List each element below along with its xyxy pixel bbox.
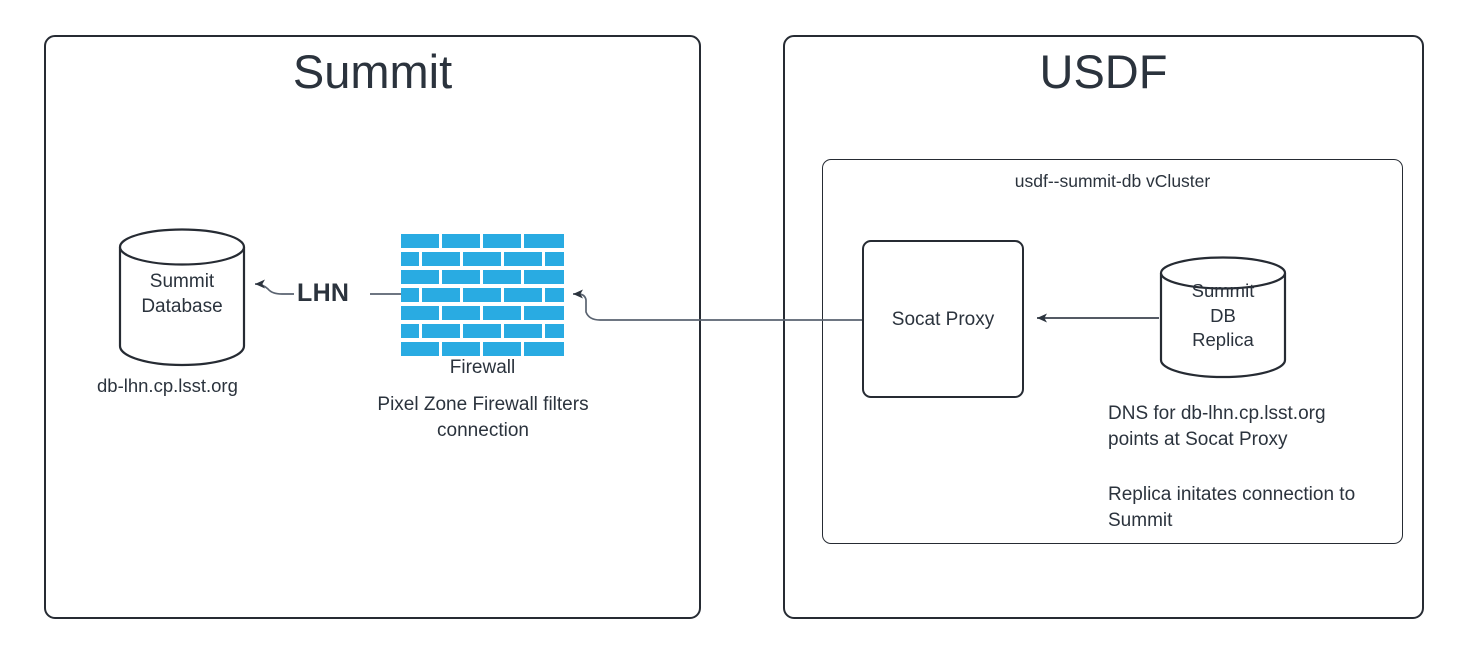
firewall-caption: Firewall: [449, 357, 516, 378]
lhn-connection-label: LHN: [297, 279, 350, 307]
summit-database-cylinder: Summit Database: [118, 228, 246, 367]
firewall-brick-row: [401, 270, 564, 284]
firewall-brick-row: [401, 234, 564, 248]
dns-note: DNS for db-lhn.cp.lsst.org points at Soc…: [1108, 403, 1326, 450]
summit-database-hostname-note: db-lhn.cp.lsst.org: [97, 375, 238, 396]
database-cylinder-icon: [118, 228, 246, 367]
vcluster-container: usdf--summit-db vCluster: [822, 159, 1403, 544]
socat-proxy-label: Socat Proxy: [891, 308, 995, 330]
firewall-brick-row: [401, 324, 564, 338]
database-cylinder-icon: [1159, 256, 1287, 379]
socat-proxy-box: Socat Proxy: [862, 240, 1024, 398]
zone-summit-title: Summit: [292, 45, 453, 98]
firewall-filter-note: Pixel Zone Firewall filters connection: [377, 394, 589, 441]
summit-db-replica-cylinder: Summit DB Replica: [1159, 256, 1287, 379]
firewall-brick-row: [401, 288, 564, 302]
firewall-brick-row: [401, 252, 564, 266]
replica-connection-note: Replica initates connection to Summit: [1108, 484, 1356, 531]
firewall-brick-icon: [401, 234, 564, 359]
vcluster-title: usdf--summit-db vCluster: [1014, 171, 1211, 191]
firewall-brick-row: [401, 342, 564, 356]
firewall-brick-row: [401, 306, 564, 320]
zone-usdf-title: USDF: [1039, 45, 1168, 98]
